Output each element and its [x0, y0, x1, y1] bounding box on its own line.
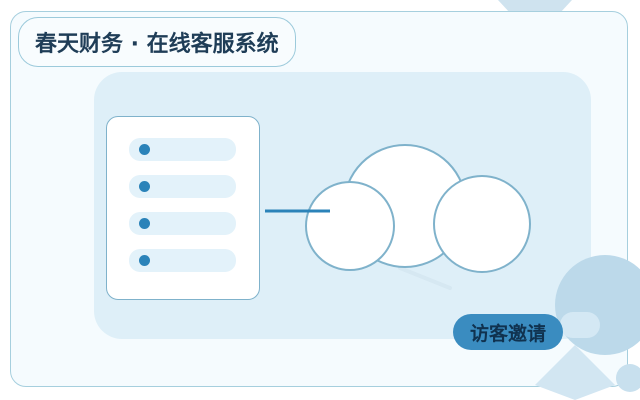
visitor-invite-label: 访客邀请	[469, 322, 546, 345]
bullet-dot-icon	[139, 255, 150, 266]
bullet-dot-icon	[139, 218, 150, 229]
cloud-left-icon	[305, 181, 395, 271]
server-list-card	[106, 116, 260, 300]
list-item	[129, 138, 236, 161]
page-title: 春天财务 · 在线客服系统	[18, 17, 296, 67]
decor-diamond	[535, 345, 615, 400]
decor-small-circle	[616, 364, 640, 392]
bullet-dot-icon	[139, 144, 150, 155]
page-title-text: 春天财务 · 在线客服系统	[35, 32, 279, 57]
decor-pill	[560, 312, 600, 338]
cloud-right-icon	[433, 175, 531, 273]
cloud-shadow-line	[398, 266, 452, 290]
bullet-dot-icon	[139, 181, 150, 192]
list-item	[129, 175, 236, 198]
visitor-invite-button[interactable]: 访客邀请	[453, 314, 563, 350]
list-item	[129, 249, 236, 272]
list-item	[129, 212, 236, 235]
